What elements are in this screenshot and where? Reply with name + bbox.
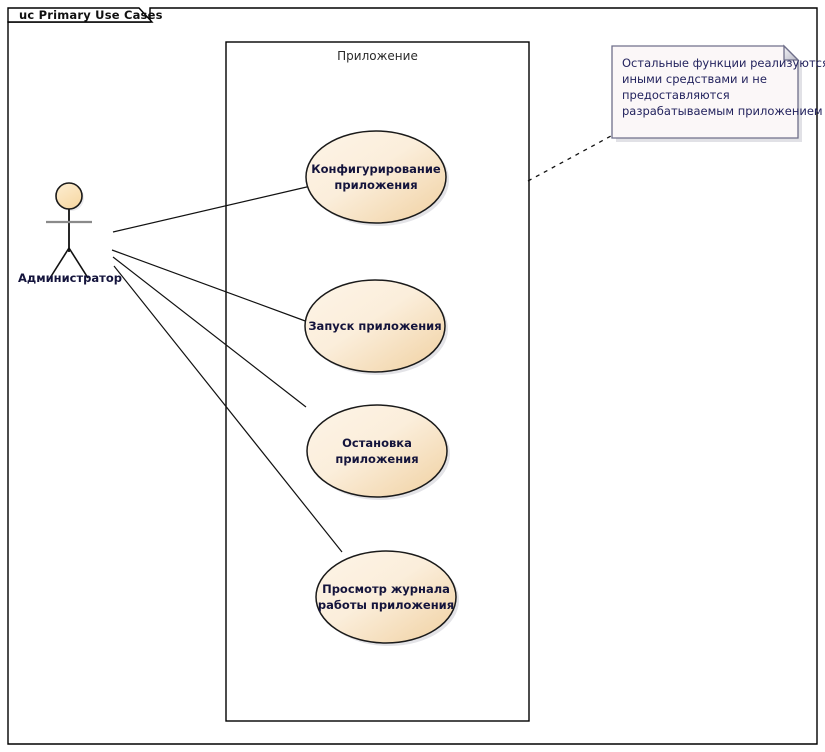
use-case-view-log[interactable]: Просмотр журнала работы приложения (315, 550, 459, 646)
use-case-configure-label-line-2: приложения (334, 178, 417, 192)
actor-left-leg-line (49, 247, 70, 279)
association-line-start (111, 249, 309, 323)
note-text-line-4: разрабатываемым приложением (622, 104, 823, 118)
use-case-configure-ellipse (305, 130, 447, 224)
system-boundary-label: Приложение (337, 49, 418, 63)
use-case-view-log-label-line-1: Просмотр журнала (322, 582, 450, 596)
association-lines (111, 185, 343, 553)
use-case-stop-label-line-2: приложения (335, 452, 418, 466)
actor-head-icon (55, 182, 83, 210)
frame-title-tab (7, 7, 154, 23)
association-line-view-log (113, 265, 343, 553)
note-text-line-3: предоставляются (622, 88, 730, 102)
use-case-start[interactable]: Запуск приложения (304, 279, 448, 375)
use-case-stop-ellipse (306, 404, 448, 498)
actor-right-leg-line (68, 247, 89, 279)
actor-administrator[interactable]: Администратор (18, 182, 122, 285)
use-case-start-ellipse (304, 279, 446, 373)
system-boundary-border (225, 41, 530, 722)
actor-label: Администратор (18, 271, 122, 285)
association-line-configure (112, 185, 312, 233)
note-fold-corner-icon (783, 44, 800, 61)
note-anchor-dashed-line (527, 135, 612, 182)
frame-title-label: uc Primary Use Cases (19, 8, 163, 22)
note-body (611, 45, 799, 139)
use-case-start-label-line-1: Запуск приложения (308, 319, 441, 333)
note-text-line-1: Остальные функции реализуются (622, 56, 825, 70)
use-case-view-log-label-line-2: работы приложения (318, 598, 454, 612)
note-text-line-2: иными средствами и не (622, 72, 767, 86)
association-line-stop (112, 256, 307, 408)
note-comment[interactable]: Остальные функции реализуются иными сред… (611, 44, 825, 142)
use-case-stop[interactable]: Остановка приложения (306, 404, 450, 500)
system-boundary: Приложение (225, 41, 530, 722)
diagram-frame: uc Primary Use Cases (7, 7, 818, 745)
use-case-configure-label-line-1: Конфигурирование (311, 162, 441, 176)
use-case-view-log-ellipse (315, 550, 457, 644)
use-case-configure[interactable]: Конфигурирование приложения (305, 130, 449, 226)
use-case-stop-label-line-1: Остановка (342, 436, 412, 450)
